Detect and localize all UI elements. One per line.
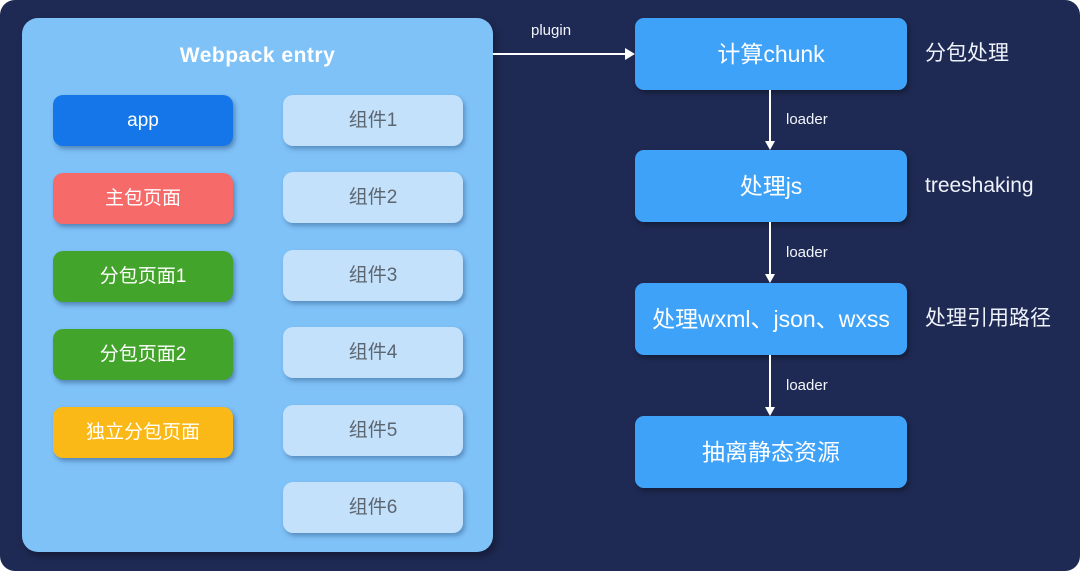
component-node-5: 组件5: [283, 405, 463, 456]
flow-node-extract-static-assets: 抽离静态资源: [635, 416, 907, 488]
entry-panel-title: Webpack entry: [179, 44, 336, 67]
loader-label-1: loader: [786, 111, 828, 128]
side-label-reference-paths: 处理引用路径: [925, 307, 1051, 330]
loader-arrow-1: [765, 90, 775, 150]
page-node-main-package: 主包页面: [53, 173, 233, 224]
flow-node-compute-chunk: 计算chunk: [635, 18, 907, 90]
plugin-arrow-line: [493, 53, 625, 55]
page-node-subpackage-2: 分包页面2: [53, 329, 233, 380]
loader-arrow-2-head-icon: [765, 274, 775, 283]
side-label-treeshaking: treeshaking: [925, 174, 1034, 197]
flow-node-process-js: 处理js: [635, 150, 907, 222]
component-node-2: 组件2: [283, 172, 463, 223]
loader-arrow-1-head-icon: [765, 141, 775, 150]
loader-arrow-2-line: [769, 222, 771, 275]
component-node-1: 组件1: [283, 95, 463, 146]
flow-node-process-wxml-json-wxss: 处理wxml、json、wxss: [635, 283, 907, 355]
loader-label-3: loader: [786, 377, 828, 394]
loader-arrow-3: [765, 355, 775, 416]
component-node-6: 组件6: [283, 482, 463, 533]
page-node-independent-subpackage: 独立分包页面: [53, 407, 233, 458]
loader-arrow-3-line: [769, 355, 771, 408]
loader-arrow-2: [765, 222, 775, 283]
component-node-3: 组件3: [283, 250, 463, 301]
plugin-connector-label: plugin: [531, 22, 572, 39]
plugin-arrow-head-icon: [625, 48, 635, 60]
page-node-subpackage-1: 分包页面1: [53, 251, 233, 302]
loader-arrow-3-head-icon: [765, 407, 775, 416]
component-node-4: 组件4: [283, 327, 463, 378]
side-label-subpackage-handling: 分包处理: [925, 42, 1009, 65]
page-node-app: app: [53, 95, 233, 146]
loader-label-2: loader: [786, 244, 828, 261]
loader-arrow-1-line: [769, 90, 771, 142]
plugin-arrow: [493, 48, 635, 60]
webpack-entry-panel: Webpack entry app 主包页面 分包页面1 分包页面2 独立分包页…: [22, 18, 493, 552]
